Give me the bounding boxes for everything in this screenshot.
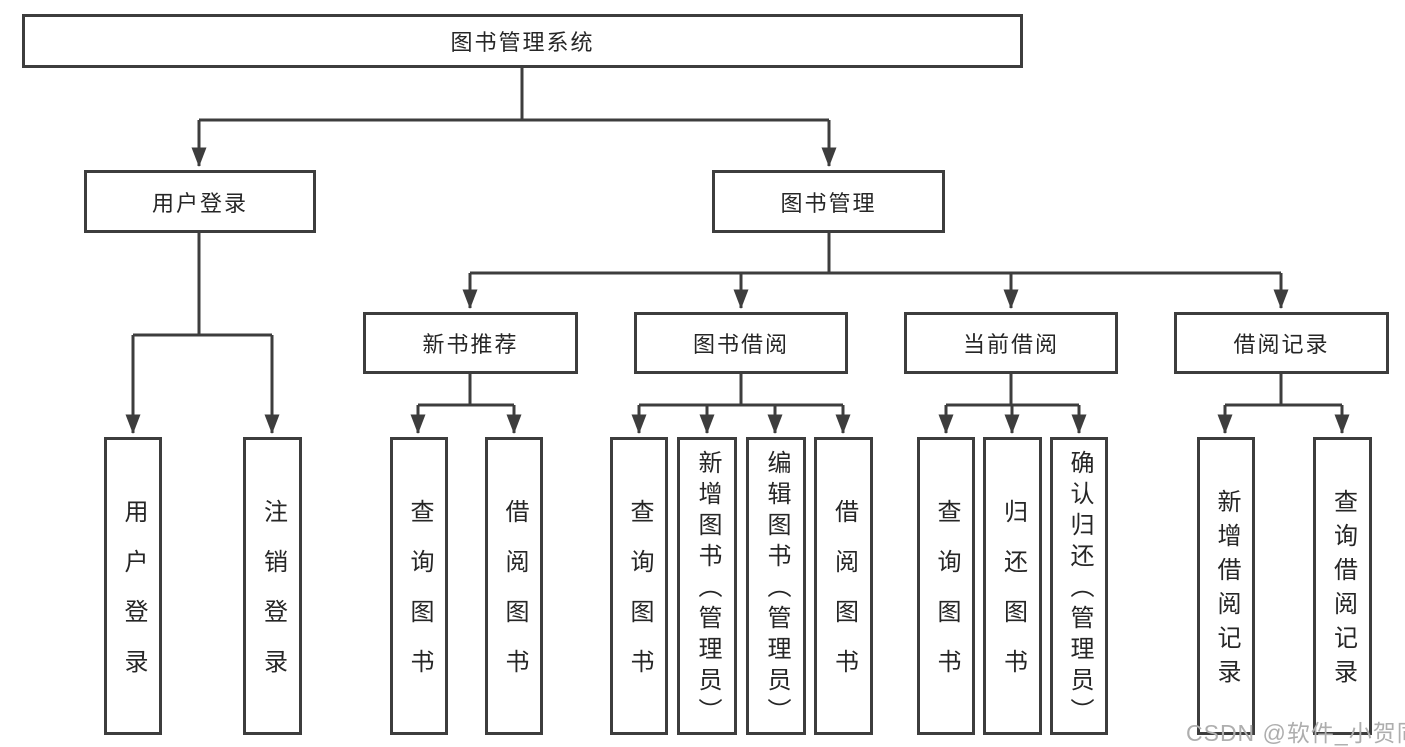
csdn-watermark: CSDN @软件_小贺同学	[1186, 720, 1405, 746]
node-label: 确认归还（管理员）	[1066, 450, 1093, 729]
leaf-recommend-query-books: 查询图书	[390, 437, 448, 735]
leaf-logout: 注销登录	[243, 437, 302, 735]
leaf-recommend-borrow-books: 借阅图书	[485, 437, 543, 735]
node-label: 用户登录	[151, 190, 248, 216]
leaf-borrow-edit-books-admin: 编辑图书（管理员）	[746, 437, 806, 735]
node-label: 查询图书	[933, 499, 960, 699]
leaf-borrow-query-books: 查询图书	[610, 437, 668, 735]
leaf-records-add-record: 新增借阅记录	[1197, 437, 1255, 735]
leaf-current-confirm-return-admin: 确认归还（管理员）	[1050, 437, 1108, 735]
edge-user-login-split	[133, 233, 272, 337]
edge-recommend-split	[418, 374, 514, 407]
node-label: 图书管理系统	[450, 30, 595, 55]
node-root-system: 图书管理系统	[22, 14, 1023, 68]
leaf-borrow-borrow-books: 借阅图书	[814, 437, 873, 735]
node-new-book-recommend: 新书推荐	[363, 312, 578, 374]
node-user-login: 用户登录	[84, 170, 316, 233]
node-label: 编辑图书（管理员）	[763, 450, 790, 729]
node-label: 用户登录	[120, 499, 147, 699]
node-label: 当前借阅	[962, 332, 1059, 357]
node-label: 借阅图书	[501, 499, 528, 699]
node-label: 归还图书	[999, 499, 1027, 699]
node-label: 借阅图书	[830, 499, 858, 699]
node-label: 查询图书	[626, 499, 653, 699]
edge-book-management-split	[470, 233, 1281, 275]
node-label: 查询借阅记录	[1329, 489, 1357, 693]
node-book-management: 图书管理	[712, 170, 945, 233]
node-label: 图书管理	[780, 190, 877, 216]
edge-current-split	[946, 374, 1079, 407]
leaf-current-return-books: 归还图书	[983, 437, 1042, 735]
node-label: 注销登录	[259, 499, 287, 699]
node-label: 借阅记录	[1233, 332, 1330, 357]
node-book-borrow: 图书借阅	[634, 312, 848, 374]
leaf-borrow-add-books-admin: 新增图书（管理员）	[677, 437, 737, 735]
leaf-records-query-record: 查询借阅记录	[1313, 437, 1372, 735]
leaf-user-login: 用户登录	[104, 437, 162, 735]
node-label: 新书推荐	[422, 332, 519, 357]
node-label: 查询图书	[406, 499, 433, 699]
node-label: 图书借阅	[692, 332, 789, 357]
node-label: 新增借阅记录	[1213, 489, 1240, 693]
edge-borrow-split	[639, 374, 843, 407]
node-current-borrow: 当前借阅	[904, 312, 1118, 374]
node-borrow-records: 借阅记录	[1174, 312, 1389, 374]
edge-root-split	[199, 68, 829, 122]
edge-records-split	[1225, 374, 1342, 407]
leaf-current-query-books: 查询图书	[917, 437, 975, 735]
node-label: 新增图书（管理员）	[694, 450, 721, 729]
